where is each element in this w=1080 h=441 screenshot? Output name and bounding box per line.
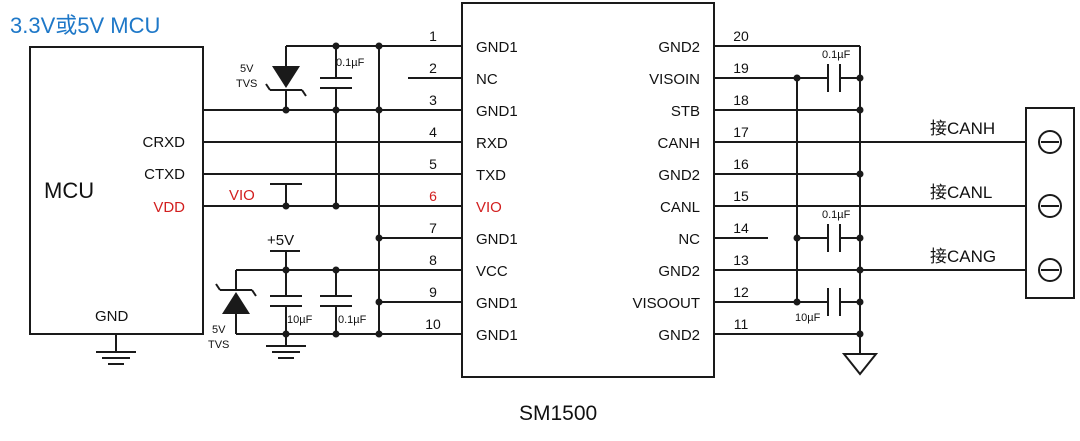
- capacitor-right-bottom: [827, 288, 841, 316]
- pin-number: 16: [733, 156, 749, 172]
- pin-number: 18: [733, 92, 749, 108]
- pin-name: VISOOUT: [632, 295, 700, 312]
- pin-name: VCC: [476, 263, 508, 280]
- pin-number: 11: [734, 316, 749, 332]
- capacitor-right-top: [827, 64, 841, 92]
- pin-name: GND2: [658, 167, 700, 184]
- pin-name: GND1: [476, 103, 518, 120]
- right-wiring: [714, 45, 1026, 376]
- capacitor-bottom-01uf: [320, 295, 352, 307]
- pin-number: 5: [429, 156, 437, 172]
- capacitor-bottom-10uf: [270, 295, 302, 307]
- sm1500-chip: [461, 2, 715, 378]
- pin-name: GND1: [476, 295, 518, 312]
- terminal-block-connector: [1025, 107, 1075, 299]
- cap-right-top-label: 0.1µF: [822, 49, 851, 61]
- tvs-top-label-2: TVS: [236, 78, 257, 90]
- supply-5v-label: +5V: [267, 232, 294, 249]
- left-wiring: [203, 45, 462, 359]
- pin-name: GND2: [658, 263, 700, 280]
- pin-number: 12: [733, 284, 749, 300]
- tvs-bottom-label-2: TVS: [208, 339, 229, 351]
- chip-name: SM1500: [519, 402, 597, 425]
- pin-name: NC: [678, 231, 700, 248]
- connector-label-canh: 接CANH: [930, 119, 995, 138]
- pin-number: 15: [733, 188, 749, 204]
- junction-dots-left: [282, 42, 383, 338]
- pin-number: 8: [429, 252, 437, 268]
- pin-number: 10: [425, 316, 441, 332]
- pin-name: VISOIN: [649, 71, 700, 88]
- pin-name: TXD: [476, 167, 506, 184]
- connector-label-canl: 接CANL: [930, 183, 992, 202]
- pin-number: 7: [429, 220, 437, 236]
- pin-number: 4: [429, 124, 437, 140]
- capacitor-right-mid: [827, 224, 841, 252]
- pin-number: 19: [733, 60, 749, 76]
- pin-name: GND1: [476, 39, 518, 56]
- tvs-top-label-1: 5V: [240, 63, 254, 75]
- pin-number: 6: [429, 188, 437, 204]
- pin-name: CANL: [660, 199, 700, 216]
- vio-net-label: VIO: [229, 187, 255, 204]
- mcu-gnd-label: GND: [95, 308, 129, 325]
- mcu-label: MCU: [44, 178, 94, 203]
- cap-top-left-label: 0.1µF: [336, 57, 365, 69]
- connector-label-cang: 接CANG: [930, 247, 996, 266]
- pin-name: VIO: [476, 199, 502, 216]
- pin-number: 2: [429, 60, 437, 76]
- capacitor-top-left: [320, 77, 352, 89]
- cap-bottom-01uf-label: 0.1µF: [338, 314, 367, 326]
- cap-right-bottom-label: 10µF: [795, 312, 821, 324]
- pin-name: GND1: [476, 231, 518, 248]
- tvs-diode-top: [265, 66, 307, 97]
- pin-number: 1: [429, 28, 437, 44]
- pin-name: RXD: [476, 135, 508, 152]
- pin-number: 9: [429, 284, 437, 300]
- pin-name: GND1: [476, 327, 518, 344]
- mcu-pin-ctxd: CTXD: [144, 166, 185, 183]
- pin-number: 20: [733, 28, 749, 44]
- tvs-diode-bottom: [215, 283, 257, 314]
- pin-name: CANH: [657, 135, 700, 152]
- diagram-title: 3.3V或5V MCU: [10, 13, 160, 38]
- tvs-bottom-label-1: 5V: [212, 324, 226, 336]
- mcu-ground-symbol: [96, 334, 136, 365]
- pin-number: 13: [733, 252, 749, 268]
- pin-number: 3: [429, 92, 437, 108]
- cap-right-mid-label: 0.1µF: [822, 209, 851, 221]
- pin-number: 17: [733, 124, 749, 140]
- pin-name: GND2: [658, 327, 700, 344]
- junction-dots-right: [793, 74, 864, 338]
- mcu-pin-vdd: VDD: [153, 199, 185, 216]
- mcu-pin-crxd: CRXD: [142, 134, 185, 151]
- cap-bottom-10uf-label: 10µF: [287, 314, 313, 326]
- pin-name: STB: [671, 103, 700, 120]
- pin-name: GND2: [658, 39, 700, 56]
- pin-name: NC: [476, 71, 498, 88]
- pin-number: 14: [733, 220, 749, 236]
